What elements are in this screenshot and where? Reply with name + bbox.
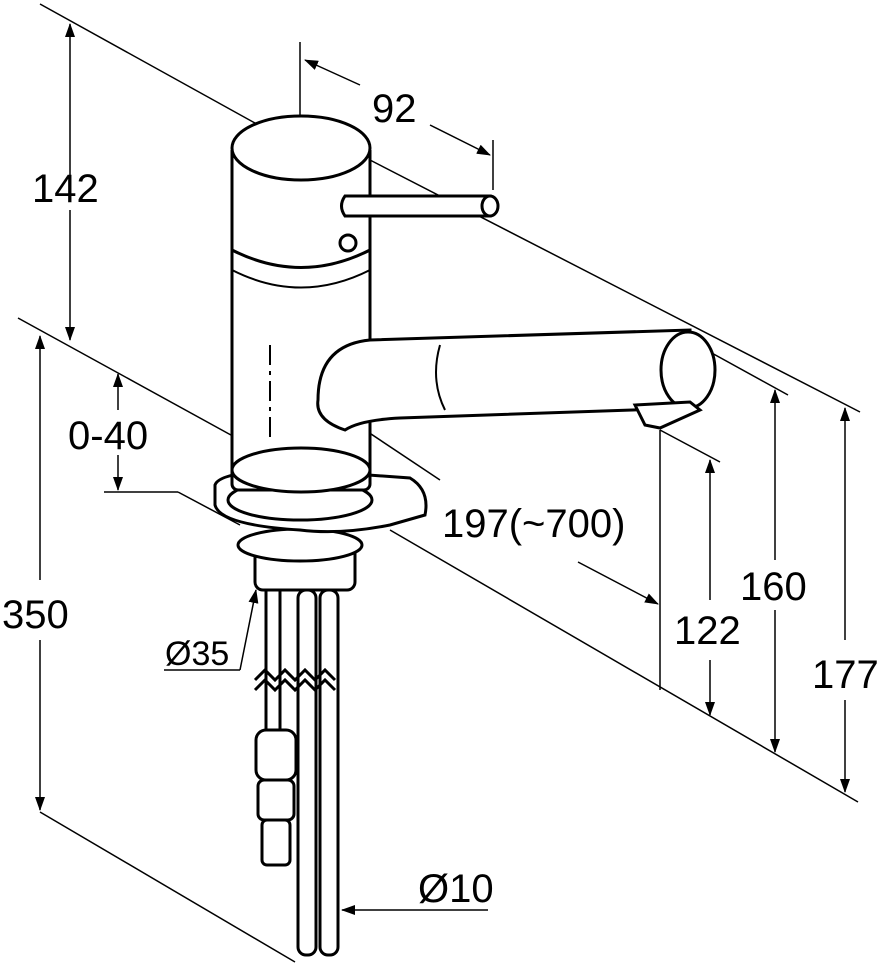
label-92: 92 xyxy=(372,87,417,131)
label-142: 142 xyxy=(32,167,99,211)
label-177: 177 xyxy=(812,653,879,697)
lever-handle xyxy=(340,194,500,218)
label-spout-reach: 197(~700) xyxy=(442,502,625,546)
label-122: 122 xyxy=(674,609,741,653)
faucet-body xyxy=(230,114,372,494)
dimension-lines xyxy=(35,23,850,915)
label-mount-diameter: Ø35 xyxy=(165,635,229,673)
supply-hoses xyxy=(253,588,340,957)
label-0-40: 0-40 xyxy=(68,414,148,458)
label-160: 160 xyxy=(740,565,807,609)
extension-lines xyxy=(17,3,861,963)
spout xyxy=(316,328,717,432)
dimension-labels: 142 92 0-40 350 Ø35 197(~700) 122 160 17… xyxy=(2,87,879,911)
label-hose-diameter: Ø10 xyxy=(418,867,494,911)
label-350: 350 xyxy=(2,593,69,637)
